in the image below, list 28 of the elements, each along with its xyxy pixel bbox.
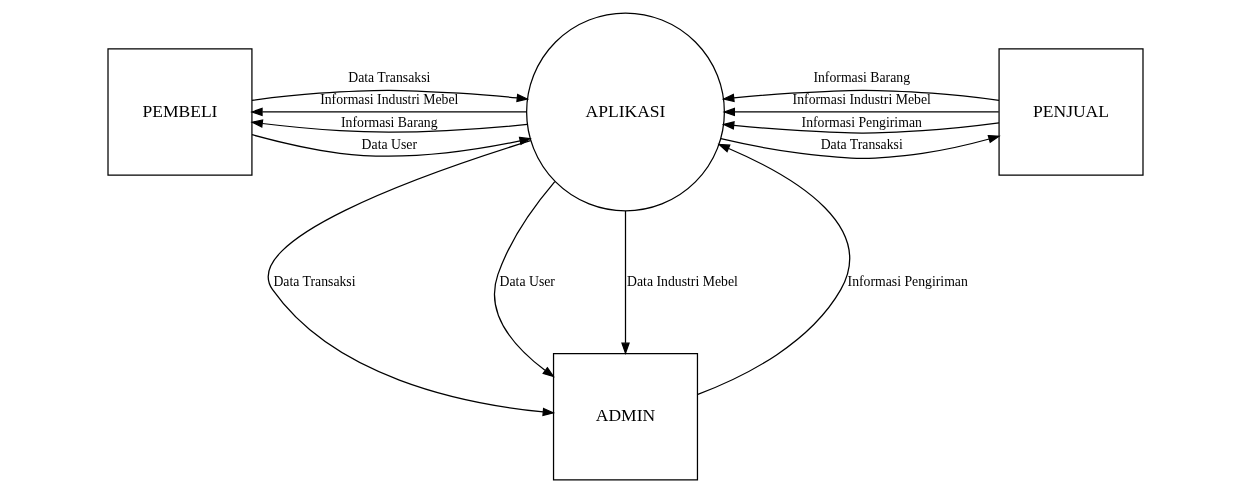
edge-label: Informasi Barang	[812, 69, 910, 85]
arrow	[719, 134, 1001, 159]
arrow	[721, 121, 1000, 134]
arrow	[250, 89, 529, 103]
edge-label: Informasi Pengiriman	[847, 273, 968, 289]
node-box: PENJUAL	[997, 48, 1144, 176]
node-circle: APLIKASI	[525, 12, 725, 212]
arrow	[249, 107, 527, 117]
arrow	[696, 143, 850, 395]
arrow	[620, 210, 630, 356]
edge-label: Informasi Pengiriman	[801, 114, 922, 130]
arrow	[249, 119, 528, 133]
edge-label: Data Transaksi	[272, 273, 356, 289]
edge-label: Data User	[499, 273, 555, 289]
edge-label: Informasi Industri Mebel	[319, 92, 458, 108]
edge-label: Informasi Barang	[340, 114, 438, 130]
edge-label: Data Transaksi	[347, 69, 430, 85]
arrow	[250, 134, 532, 157]
arrow	[267, 140, 555, 417]
arrow	[721, 89, 1000, 103]
edge-label: Data User	[361, 137, 417, 153]
edge-label: Data Industri Mebel	[626, 273, 738, 289]
node-box: PEMBELI	[106, 48, 253, 176]
arrow	[493, 181, 555, 378]
arrow	[722, 107, 999, 117]
node-box: ADMIN	[552, 352, 698, 481]
edge-label: Data Transaksi	[820, 137, 903, 153]
edge-label: Informasi Industri Mebel	[792, 92, 931, 108]
